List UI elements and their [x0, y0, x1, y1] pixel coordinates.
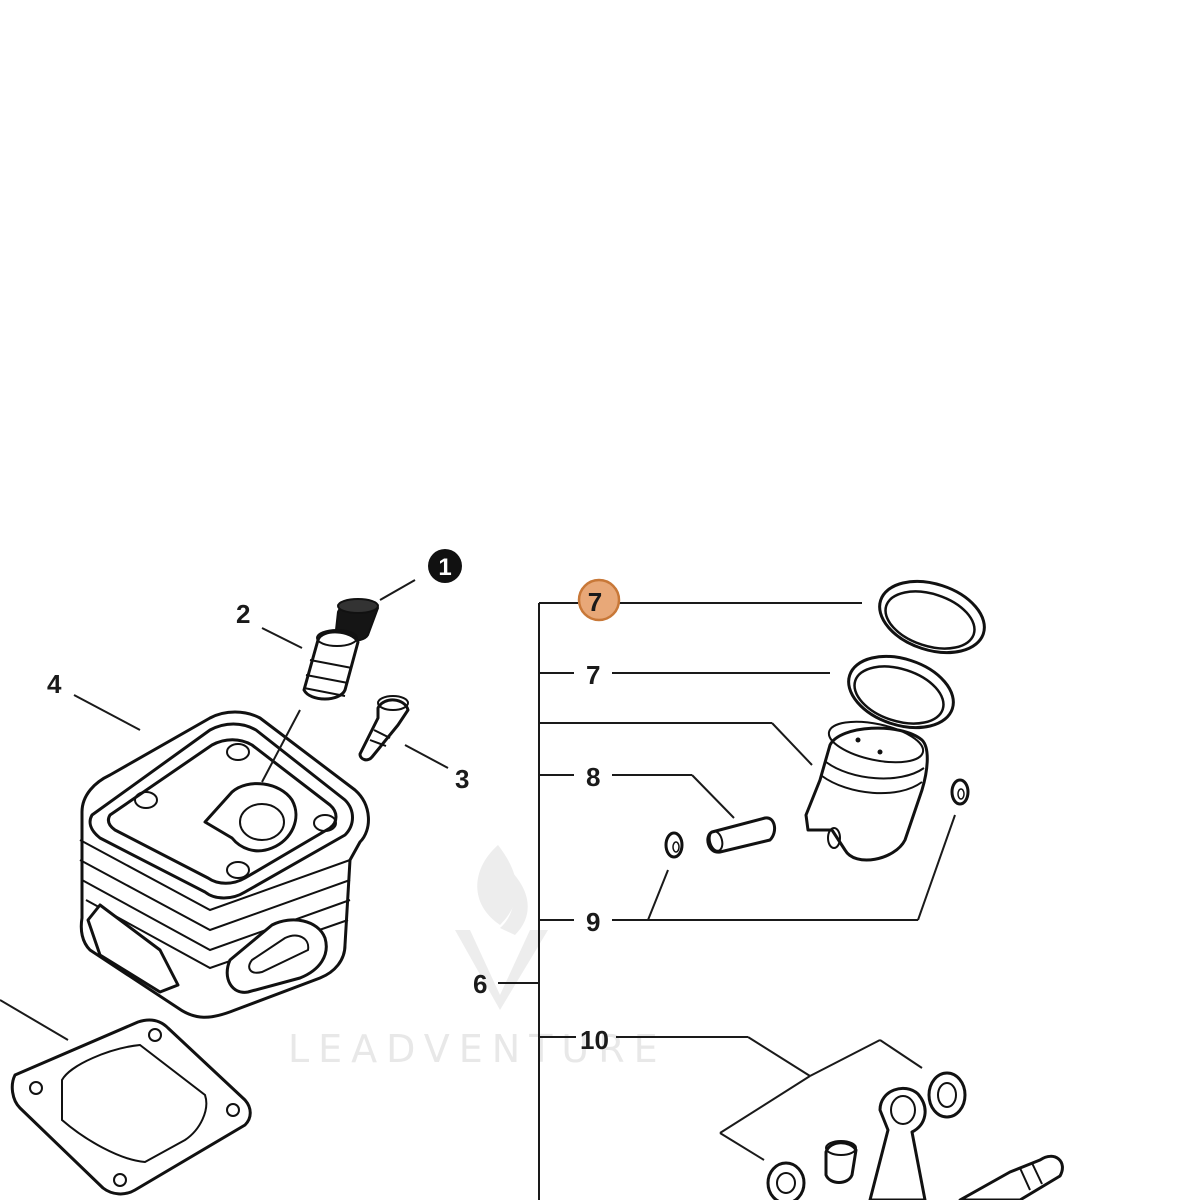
- callout-2-label[interactable]: 2: [236, 599, 250, 629]
- screw-part[interactable]: [358, 695, 410, 762]
- callout-1-label: 1: [438, 554, 451, 581]
- callout-3-label[interactable]: 3: [455, 764, 469, 794]
- callout-1-badge[interactable]: 1: [428, 549, 462, 583]
- watermark-text: LEADVENTURE: [288, 1027, 667, 1071]
- crankshaft-part[interactable]: [868, 1087, 1064, 1200]
- cylinder-part[interactable]: [79, 710, 370, 1019]
- callout-4-label[interactable]: 4: [47, 669, 62, 699]
- callout-7-highlight[interactable]: 7: [577, 578, 621, 622]
- leader-lines-left: [0, 579, 449, 1041]
- callout-9-label[interactable]: 9: [586, 907, 600, 937]
- circlip-left-part[interactable]: [664, 831, 684, 859]
- piston-pin-part[interactable]: [706, 816, 777, 854]
- watermark: LEADVENTURE: [288, 845, 667, 1071]
- flame-logo-icon: [455, 845, 548, 1010]
- thrust-washer-lower-part[interactable]: [766, 1161, 806, 1200]
- needle-bearing-part[interactable]: [824, 1140, 858, 1184]
- callout-7-top-label: 7: [588, 587, 602, 617]
- piston-ring-upper-part[interactable]: [870, 569, 993, 665]
- thrust-washer-upper-part[interactable]: [927, 1071, 967, 1119]
- base-gasket-part[interactable]: [10, 1018, 252, 1196]
- piston-ring-lower-part[interactable]: [839, 644, 962, 740]
- callout-10-label[interactable]: 10: [580, 1025, 609, 1055]
- callout-6-label[interactable]: 6: [473, 969, 487, 999]
- assembly-bracket: [498, 602, 956, 1200]
- piston-part[interactable]: [804, 714, 929, 862]
- circlip-right-part[interactable]: [950, 778, 970, 806]
- callout-8-label[interactable]: 8: [586, 762, 600, 792]
- callout-7-label[interactable]: 7: [586, 660, 600, 690]
- decompression-valve-part[interactable]: [302, 629, 360, 701]
